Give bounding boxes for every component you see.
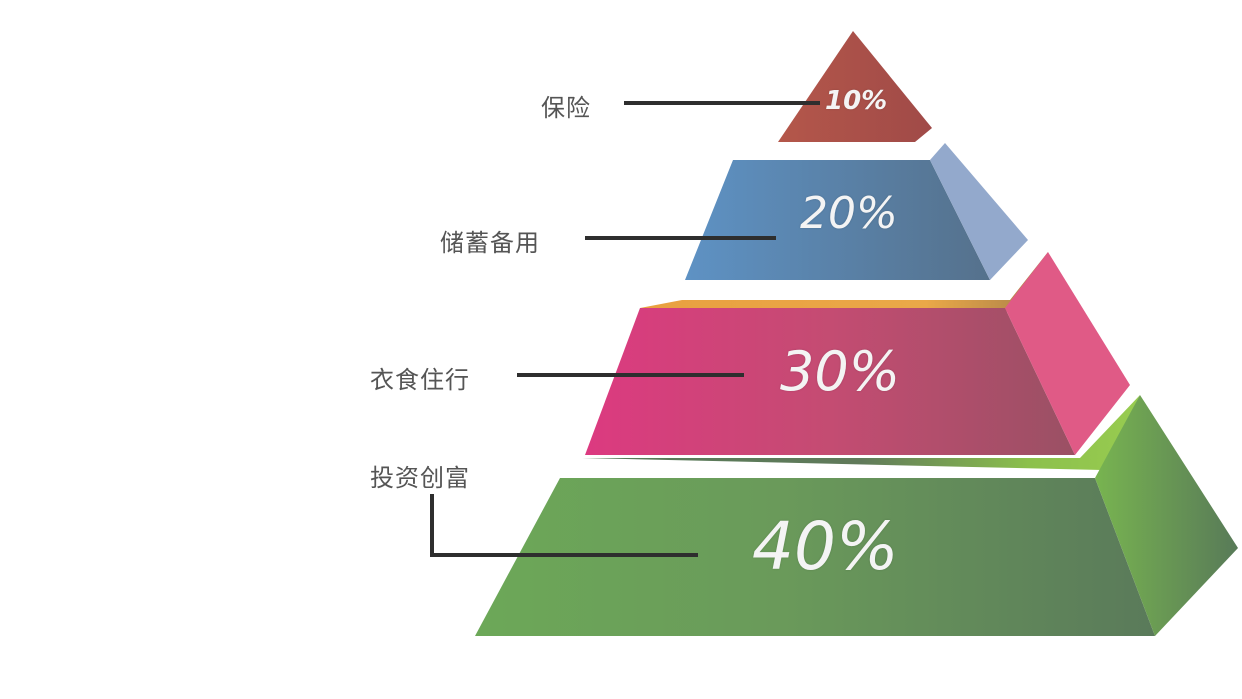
label-insurance: 保险 (541, 94, 591, 122)
leader-line-investment (430, 494, 698, 557)
value-investment: 40% (752, 508, 899, 585)
pyramid-level-living (585, 252, 1130, 455)
label-savings: 储蓄备用 (440, 229, 540, 257)
label-investment: 投资创富 (370, 464, 470, 492)
pyramid-level-investment (475, 395, 1238, 636)
label-living: 衣食住行 (370, 366, 470, 394)
pyramid-level-insurance (778, 31, 932, 142)
leader-lines (430, 101, 820, 557)
value-living: 30% (780, 340, 901, 403)
value-insurance: 10% (825, 86, 888, 116)
pyramid-level-savings (685, 143, 1028, 280)
value-savings: 20% (800, 188, 898, 239)
